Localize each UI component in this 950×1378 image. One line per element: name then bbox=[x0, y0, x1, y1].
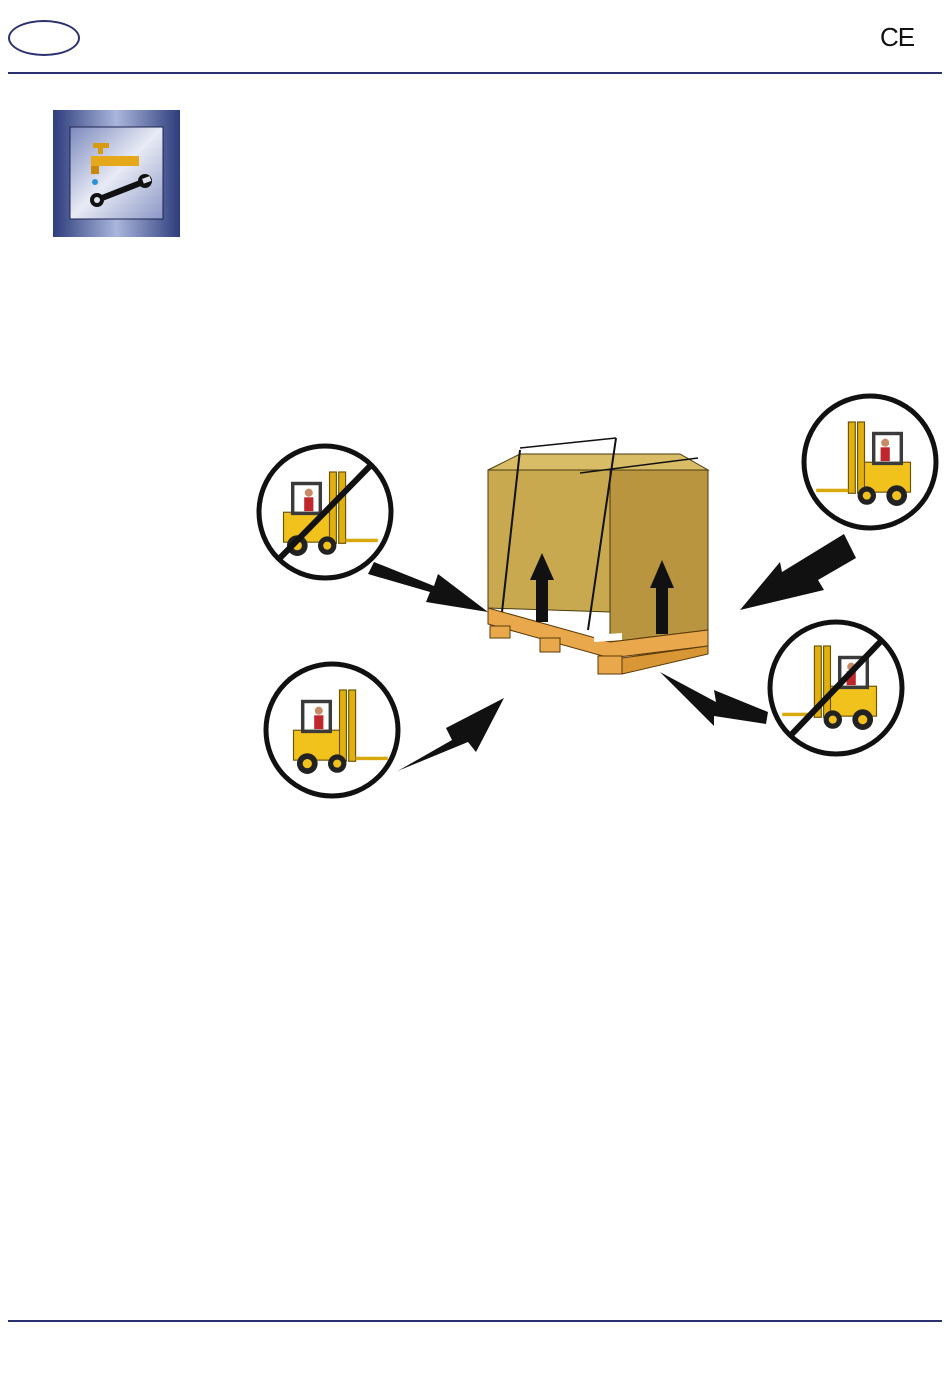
forklift-not-allowed-top-left bbox=[259, 446, 391, 578]
arrow-icon bbox=[368, 562, 488, 612]
forklift-handling-diagram bbox=[250, 390, 950, 810]
arrow-icon bbox=[660, 672, 768, 726]
maintenance-icon bbox=[53, 110, 180, 237]
forklift-allowed-top-right bbox=[804, 396, 936, 528]
arrow-icon bbox=[396, 698, 504, 772]
footer-divider bbox=[8, 1320, 942, 1322]
header-divider bbox=[8, 72, 942, 74]
arrow-icon bbox=[740, 534, 856, 610]
pallet-crate bbox=[488, 438, 708, 674]
language-badge bbox=[8, 20, 80, 56]
forklift-allowed-bottom-left bbox=[266, 664, 398, 796]
forklift-not-allowed-bottom-right bbox=[770, 622, 902, 754]
ce-mark: CE bbox=[880, 22, 914, 53]
